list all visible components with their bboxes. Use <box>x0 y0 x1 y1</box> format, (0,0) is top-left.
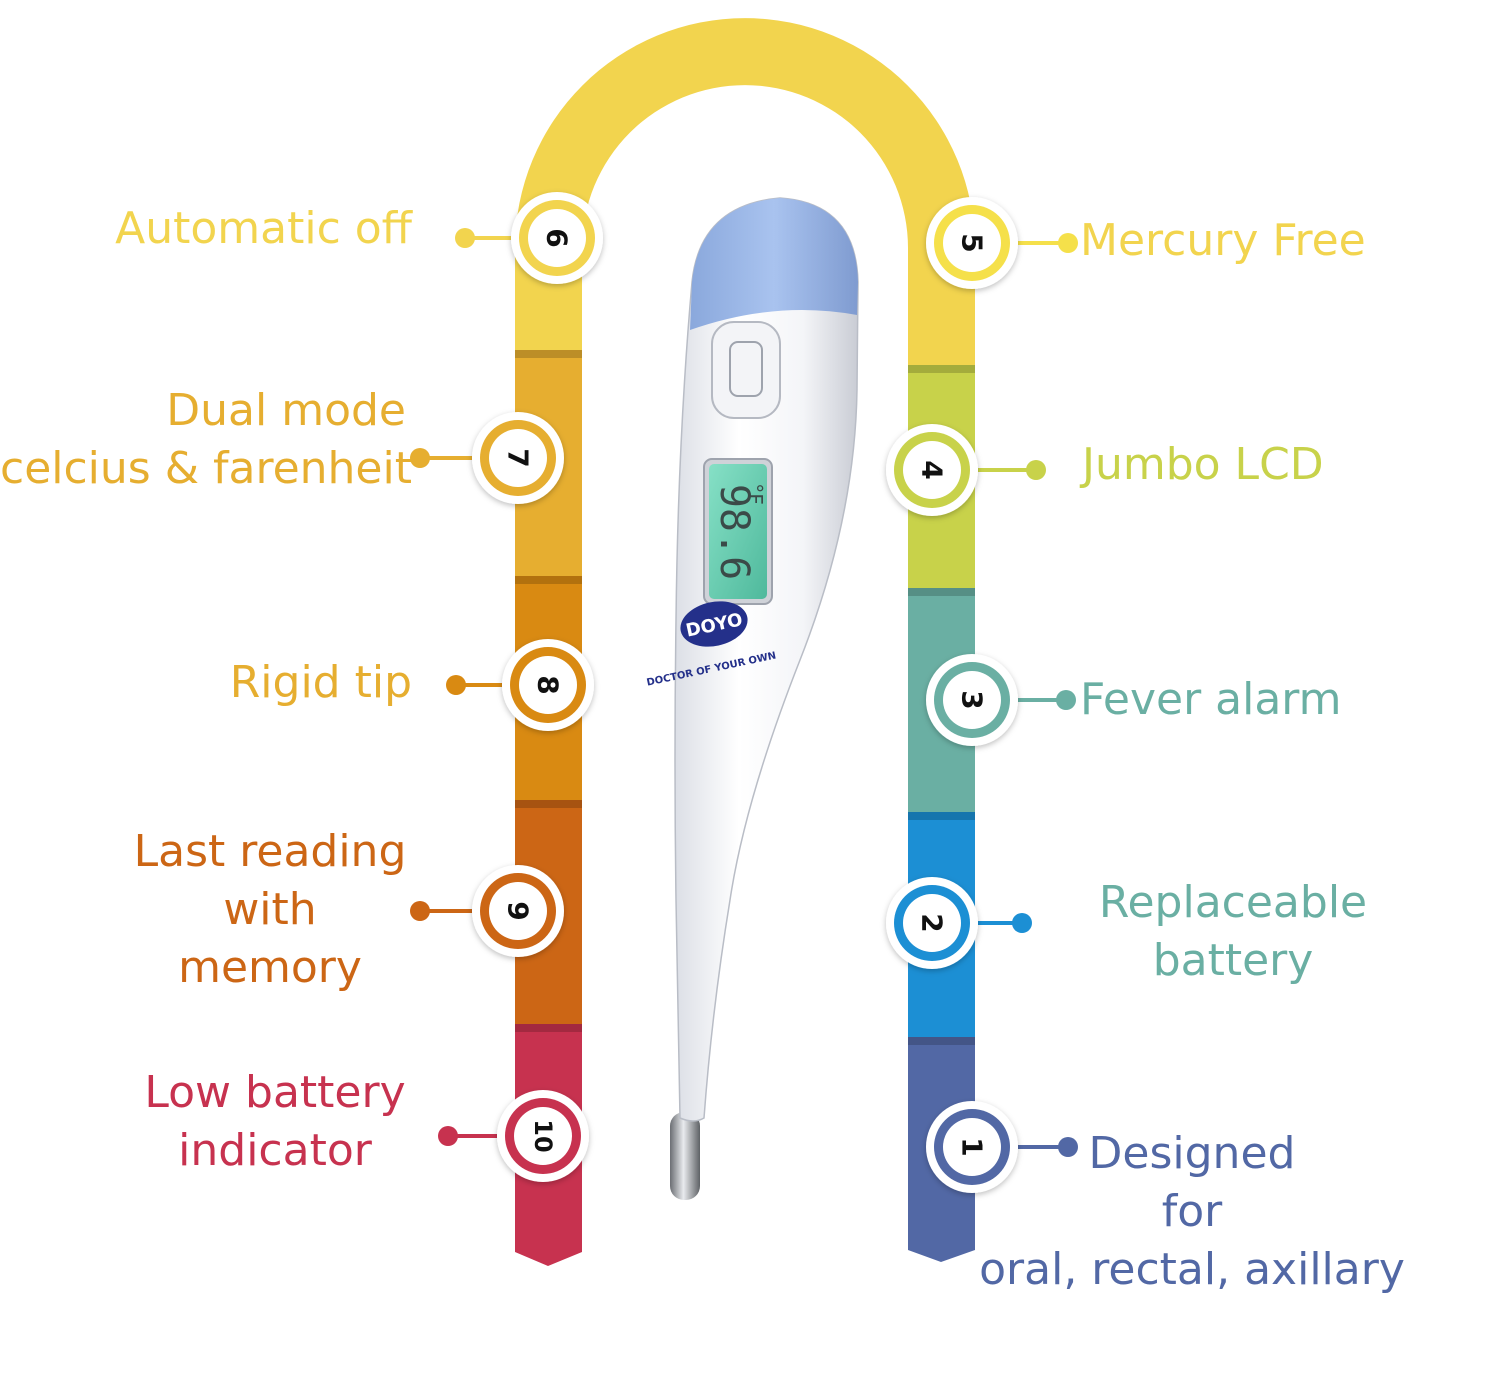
thermometer-metal-tip <box>670 1112 700 1200</box>
feature-number-9: 9 <box>502 901 535 920</box>
feature-label-line: battery <box>1152 935 1314 986</box>
connector-dot-2 <box>1012 913 1032 933</box>
power-button[interactable] <box>711 321 781 419</box>
feature-label-line: Low battery <box>144 1067 406 1118</box>
lcd-reading: 98.6 <box>711 484 757 580</box>
feature-badge-3: 3 <box>926 654 1018 746</box>
connector-dot-4 <box>1026 460 1046 480</box>
feature-label-line: Designed <box>1088 1128 1296 1179</box>
feature-number-2: 2 <box>916 913 949 932</box>
feature-badge-10: 10 <box>497 1090 589 1182</box>
connector-dot-6 <box>455 228 475 248</box>
feature-label-line: memory <box>178 942 362 993</box>
thermometer-cap <box>690 198 858 330</box>
brand-logo-badge <box>680 601 748 647</box>
lcd-screen <box>709 464 767 599</box>
connector-dot-9 <box>410 901 430 921</box>
feature-label-5: Mercury Free <box>1080 212 1410 270</box>
connector-dot-5 <box>1058 233 1078 253</box>
feature-number-1: 1 <box>956 1137 989 1156</box>
feature-badge-6: 6 <box>511 192 603 284</box>
feature-number-3: 3 <box>956 690 989 709</box>
arch-band <box>515 18 975 366</box>
digital-thermometer: 98.6 °F DOYO DOCTOR OF YOUR OWN <box>646 197 859 1200</box>
feature-label-line: Replaceable <box>1098 877 1368 928</box>
feature-badge-1: 1 <box>926 1101 1018 1193</box>
feature-number-7: 7 <box>502 448 535 467</box>
connector-dot-3 <box>1056 690 1076 710</box>
lcd-unit: °F <box>743 483 767 505</box>
feature-number-10: 10 <box>529 1119 557 1152</box>
connector-dot-1 <box>1058 1137 1078 1157</box>
feature-label-line: Mercury Free <box>1080 215 1366 266</box>
feature-label-6: Automatic off <box>60 200 412 258</box>
feature-label-line: indicator <box>178 1125 372 1176</box>
feature-label-line: Automatic off <box>115 203 412 254</box>
feature-label-line: for <box>1161 1186 1223 1237</box>
feature-label-line: Fever alarm <box>1080 674 1342 725</box>
feature-label-7: Dual mode celcius & farenheit <box>0 382 412 498</box>
connector-dot-8 <box>446 675 466 695</box>
button-mark-icon <box>729 341 763 397</box>
feature-label-line: celcius & farenheit <box>0 443 412 494</box>
feature-number-8: 8 <box>532 675 565 694</box>
feature-label-line: oral, rectal, axillary <box>979 1244 1405 1295</box>
feature-number-4: 4 <box>916 460 949 479</box>
feature-badge-4: 4 <box>886 424 978 516</box>
feature-number-6: 6 <box>541 228 574 247</box>
feature-label-line: Jumbo LCD <box>1082 439 1324 490</box>
connector-dot-7 <box>410 448 430 468</box>
feature-number-5: 5 <box>956 233 989 252</box>
connector-dot-10 <box>438 1126 458 1146</box>
feature-label-10: Low battery indicator <box>90 1064 460 1180</box>
feature-label-9: Last reading with memory <box>100 823 440 997</box>
feature-label-8: Rigid tip <box>150 654 412 712</box>
feature-badge-8: 8 <box>502 639 594 731</box>
feature-badge-9: 9 <box>472 865 564 957</box>
feature-label-line: Last reading <box>133 826 407 877</box>
feature-label-4: Jumbo LCD <box>1082 436 1382 494</box>
feature-label-3: Fever alarm <box>1080 671 1380 729</box>
feature-label-1: Designed for oral, rectal, axillary <box>976 1125 1408 1299</box>
feature-label-2: Replaceable battery <box>1078 874 1388 990</box>
feature-badge-2: 2 <box>886 877 978 969</box>
feature-label-line: Rigid tip <box>229 657 412 708</box>
feature-label-line: with <box>223 884 317 935</box>
feature-badge-7: 7 <box>472 412 564 504</box>
feature-label-line: Dual mode <box>166 385 406 436</box>
feature-badge-5: 5 <box>926 197 1018 289</box>
